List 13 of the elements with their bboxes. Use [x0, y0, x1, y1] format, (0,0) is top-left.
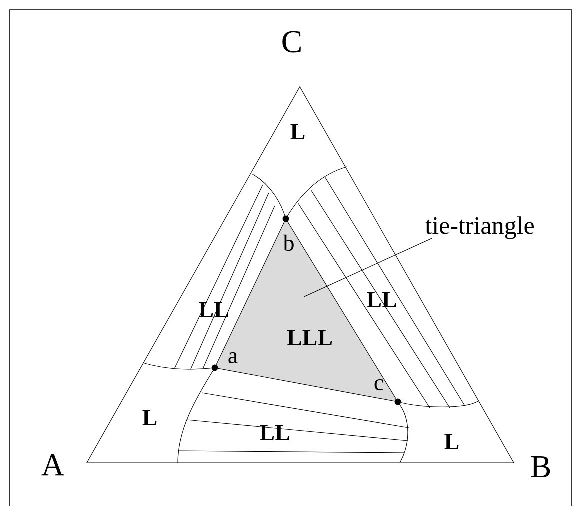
point-label: c	[374, 379, 384, 391]
vertex-label: B	[531, 456, 550, 478]
region-label: L	[290, 124, 305, 140]
vertex-label: A	[42, 454, 64, 476]
point-label: b	[283, 234, 294, 252]
callout-text: tie-triangle	[425, 216, 534, 240]
vertex-label: C	[282, 31, 301, 53]
point-label: a	[228, 352, 238, 364]
region-label: LLL	[287, 330, 332, 346]
region-label: LL	[260, 425, 290, 441]
region-label: L	[142, 410, 157, 426]
leader-line	[304, 238, 432, 298]
region-label: L	[444, 434, 459, 450]
